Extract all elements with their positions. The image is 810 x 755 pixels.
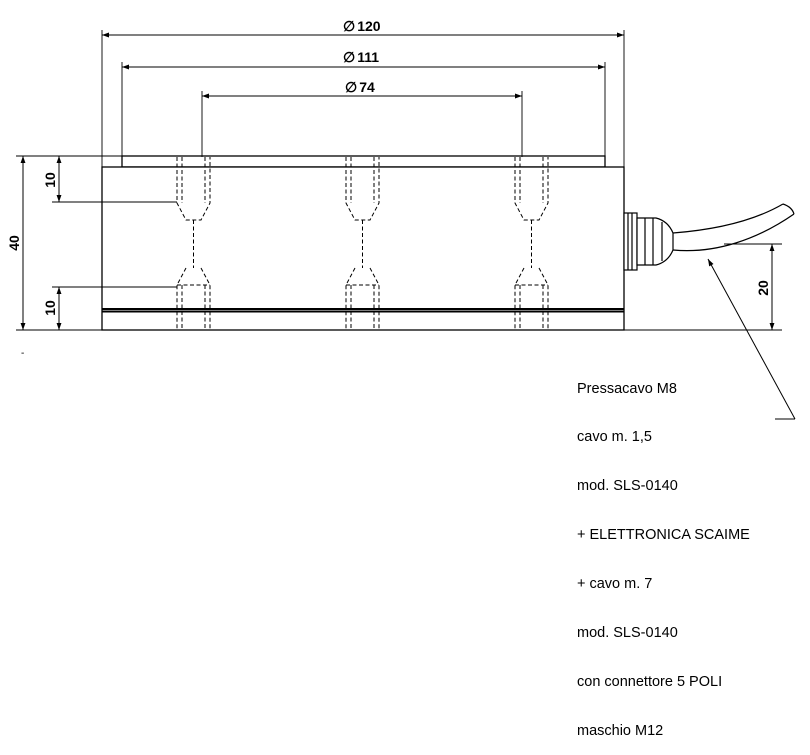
note-line: cavo m. 1,5 <box>577 429 652 446</box>
dim-label-120: ∅120 <box>343 18 381 34</box>
dim-label-111: ∅111 <box>343 49 379 65</box>
leader-line <box>707 258 796 420</box>
stray-mark: - <box>21 348 24 359</box>
note-line: mod. SLS-0140 <box>577 625 678 642</box>
dim-label-10-bottom: 10 <box>42 300 58 316</box>
note-line: maschio M12 <box>577 722 664 739</box>
threaded-holes <box>176 157 549 330</box>
cable-note: Pressacavo M8 cavo m. 1,5 mod. SLS-0140 … <box>577 348 750 755</box>
note-line: con connettore 5 POLI <box>577 673 723 690</box>
dim-label-74: ∅74 <box>345 79 375 95</box>
note-line: + ELETTRONICA SCAIME <box>577 527 750 544</box>
dim-label-20: 20 <box>755 280 771 296</box>
cable <box>672 203 795 252</box>
extension-lines <box>16 30 782 331</box>
dimension-lines <box>20 32 775 330</box>
note-line: Pressacavo M8 <box>577 380 677 397</box>
dim-label-10-top: 10 <box>42 172 58 188</box>
dim-label-40: 40 <box>6 235 22 251</box>
note-line: mod. SLS-0140 <box>577 478 678 495</box>
cable-gland <box>623 212 674 271</box>
technical-drawing: ∅120 ∅111 ∅74 40 10 10 20 - <box>6 18 796 420</box>
note-line: + cavo m. 7 <box>577 576 653 593</box>
